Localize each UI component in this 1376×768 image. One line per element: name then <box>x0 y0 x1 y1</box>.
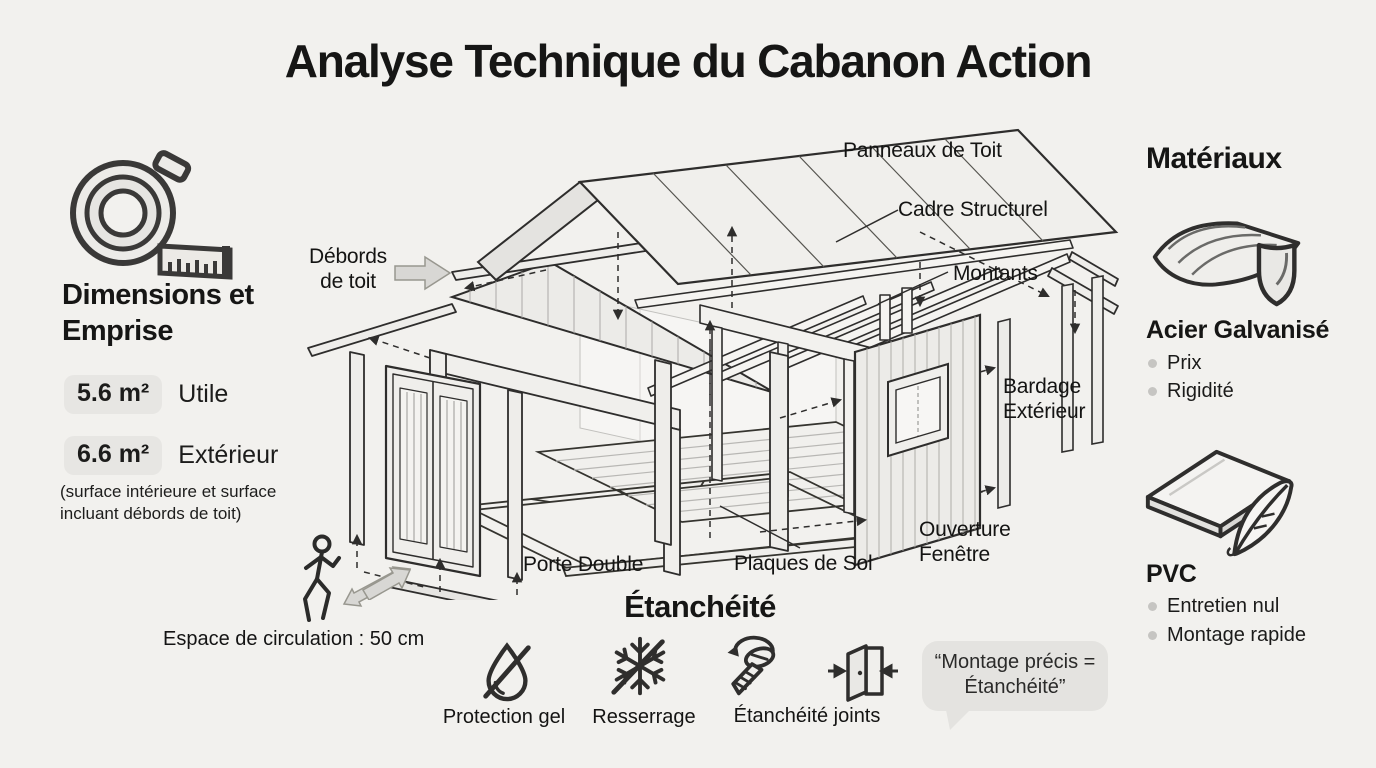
shed-roof-panel <box>476 128 1119 286</box>
droplet-slash-icon <box>483 642 531 702</box>
label-window-opening: Ouverture Fenêtre <box>919 518 1011 567</box>
material-bullet: Entretien nul <box>1148 595 1279 618</box>
area-badge: 6.6 m² <box>64 436 163 475</box>
label-exterior-cladding: Bardage Extérieur <box>1003 375 1086 424</box>
dimensions-heading: Dimensions et Emprise <box>62 279 254 347</box>
bullet-dot-icon <box>1148 387 1157 396</box>
shed-posts <box>654 351 789 552</box>
label-roof-panels: Panneaux de Toit <box>843 139 1002 162</box>
label-structural-frame: Cadre Structurel <box>898 198 1048 221</box>
material-name: PVC <box>1146 560 1197 588</box>
area-badge: 5.6 m² <box>64 375 163 414</box>
sealing-item-label: Étanchéité joints <box>733 705 881 727</box>
screw-seal-icon <box>727 635 776 696</box>
label-roof-overhang: Débords de toit <box>309 245 387 294</box>
label-double-door: Porte Double <box>523 553 644 576</box>
exploded-shed-diagram <box>307 128 1119 600</box>
tape-measure-icon <box>70 150 233 280</box>
shed-cladding-panel <box>853 275 1104 567</box>
material-bullet: Rigidité <box>1148 380 1234 403</box>
sealing-item-label: Resserrage <box>592 706 696 728</box>
label-floor-plates: Plaques de Sol <box>734 552 873 575</box>
snowflake-slash-icon <box>611 636 666 696</box>
pvc-panel-feather-icon <box>1145 449 1294 557</box>
label-studs: Montants <box>953 262 1038 285</box>
materials-heading: Matériaux <box>1146 142 1282 175</box>
bullet-dot-icon <box>1148 631 1157 640</box>
label-leader-lines <box>719 209 949 549</box>
dimension-row-utile: 5.6 m² Utile <box>64 375 228 414</box>
area-label: Utile <box>178 380 229 408</box>
page-title: Analyse Technique du Cabanon Action <box>284 35 1093 87</box>
corrugated-steel-shield-icon <box>1152 221 1301 307</box>
area-label: Extérieur <box>178 441 279 469</box>
circulation-text: Espace de circulation : 50 cm <box>163 628 425 650</box>
material-name: Acier Galvanisé <box>1146 316 1330 344</box>
bullet-dot-icon <box>1148 602 1157 611</box>
door-direction-arrow-icon <box>361 567 412 600</box>
overhang-arrow-icon <box>394 255 452 291</box>
sealing-item-label: Protection gel <box>442 706 566 728</box>
material-bullet: Prix <box>1148 352 1201 375</box>
material-bullet: Montage rapide <box>1148 624 1306 647</box>
sealing-heading: Étanchéité <box>624 589 776 624</box>
surface-note: (surface intérieure et surface incluant … <box>60 482 277 524</box>
dimension-row-exterieur: 6.6 m² Extérieur <box>64 436 278 475</box>
quote-bubble: “Montage précis = Étanchéité” <box>922 641 1108 730</box>
assembly-guides <box>351 225 1081 600</box>
door-fit-icon <box>828 644 898 702</box>
bullet-dot-icon <box>1148 359 1157 368</box>
